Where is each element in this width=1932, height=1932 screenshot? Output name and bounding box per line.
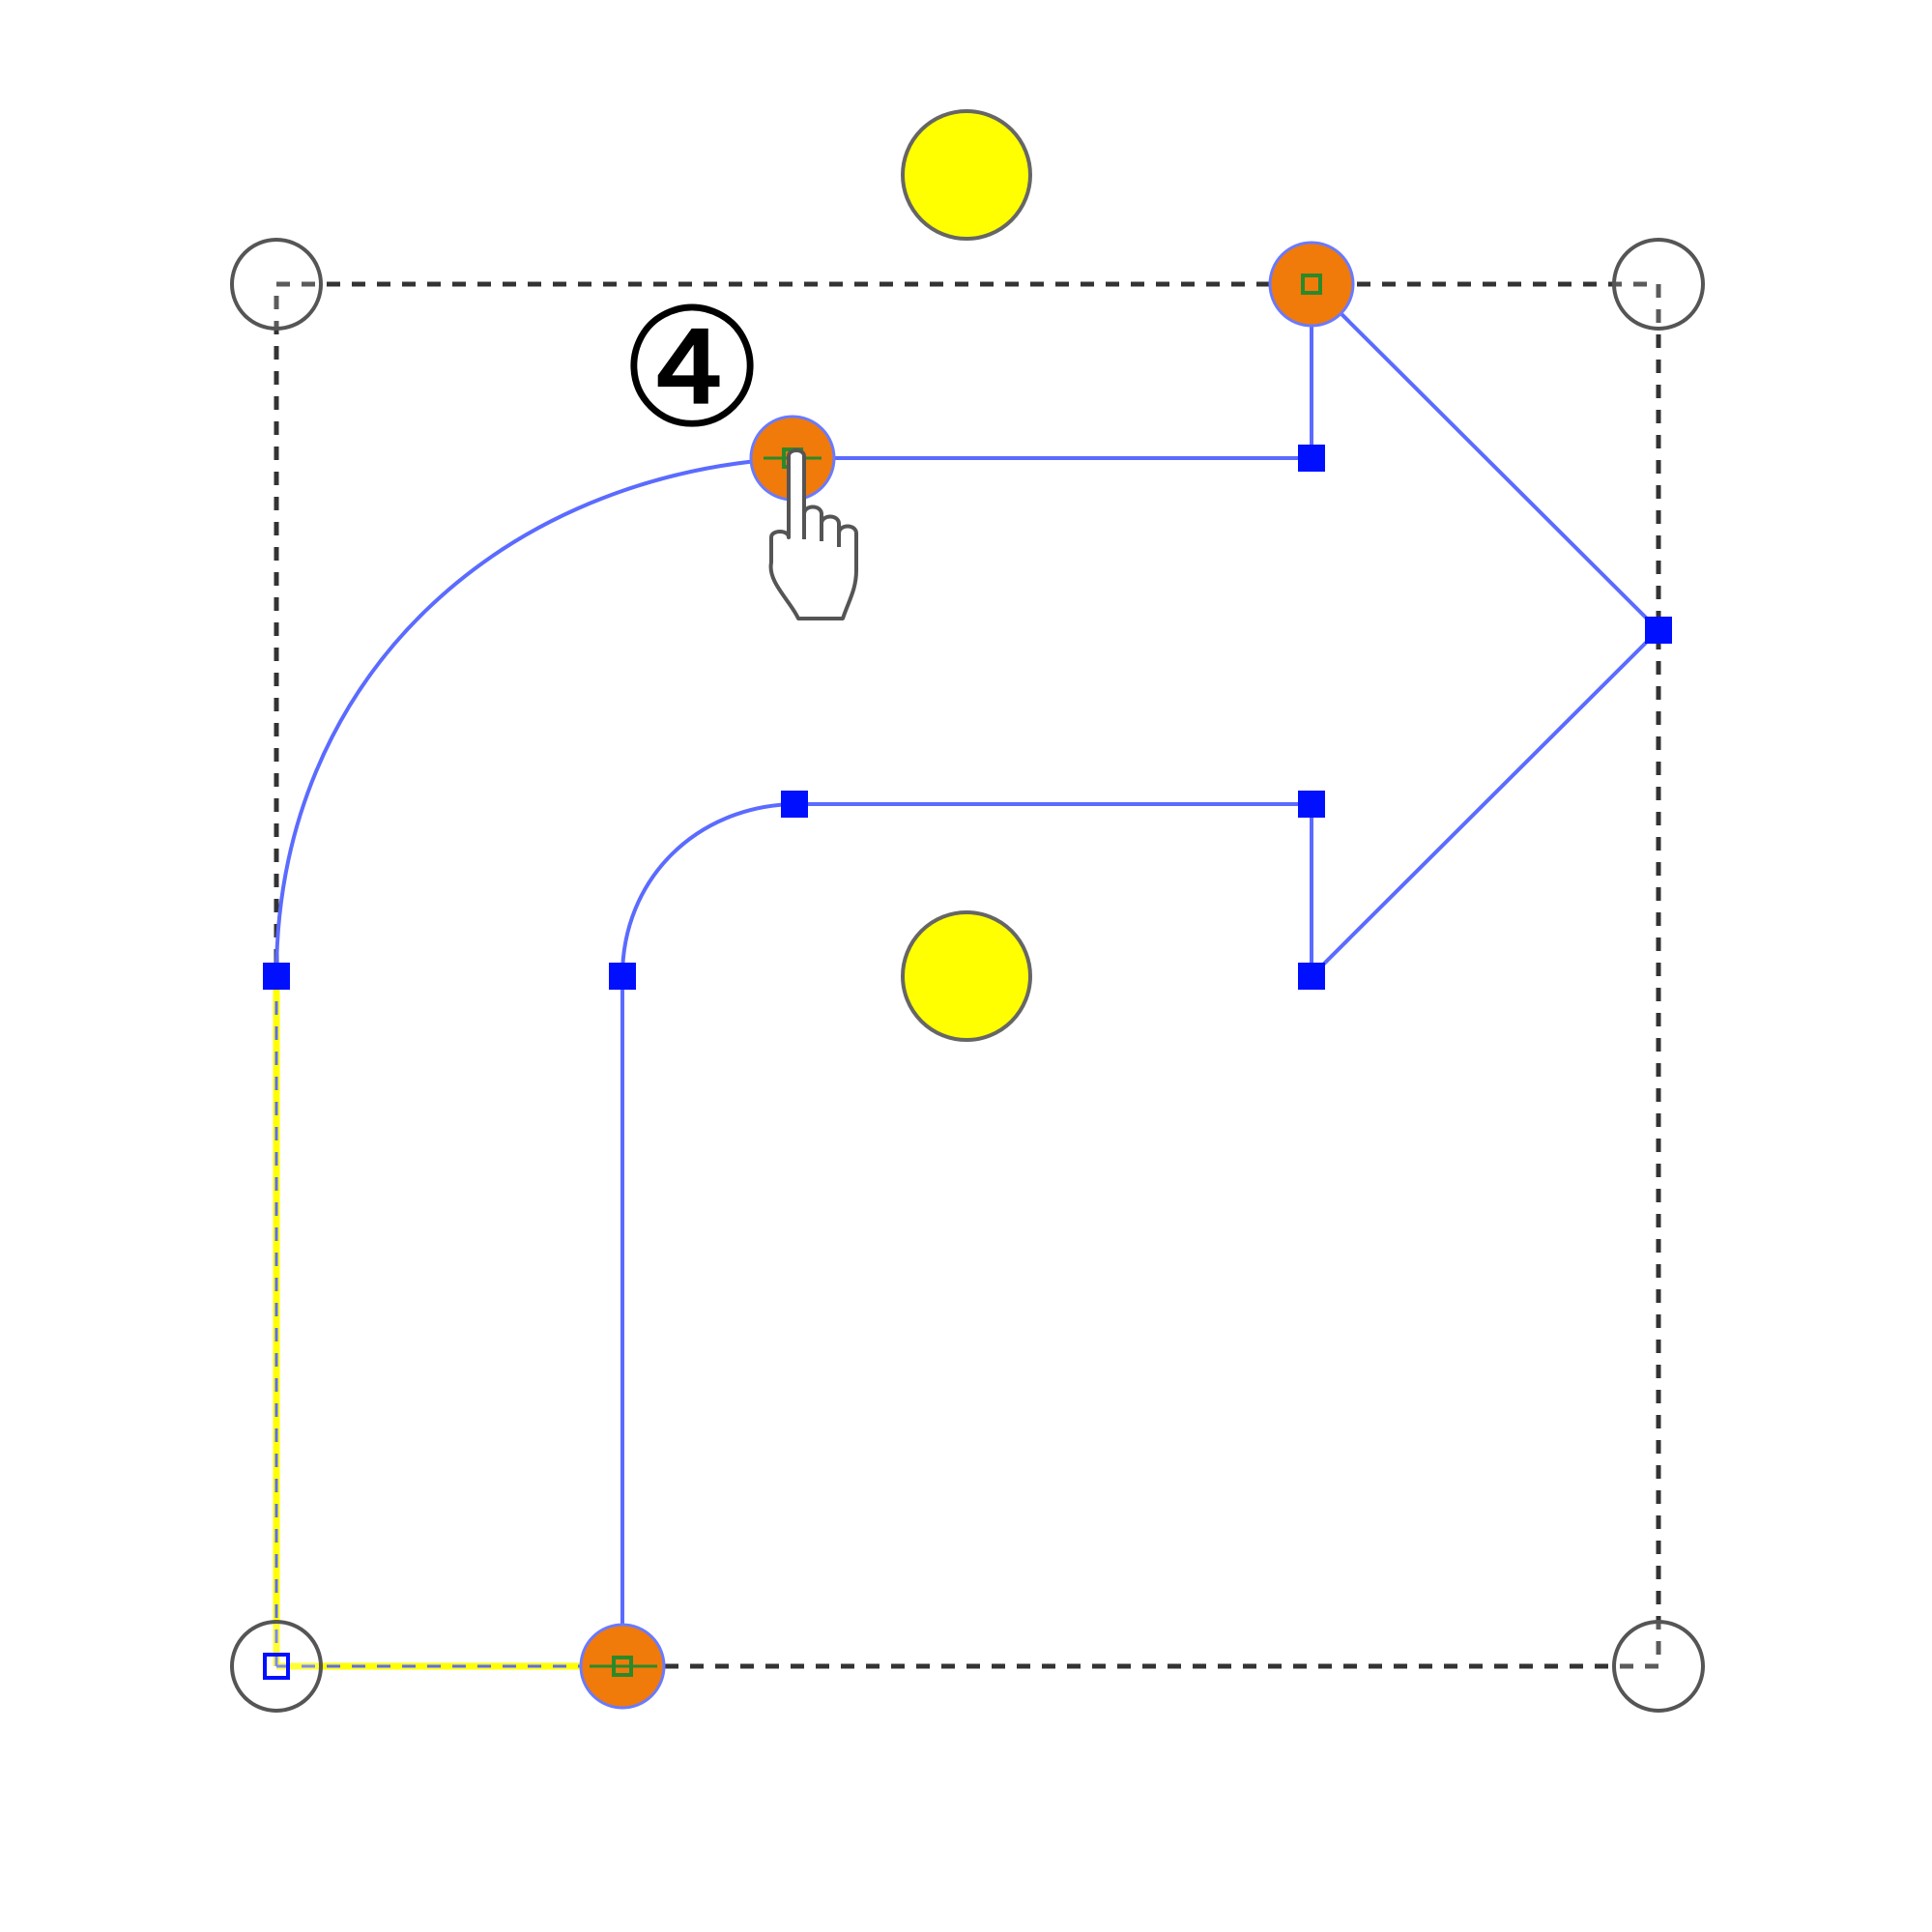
highlighted-edges bbox=[273, 976, 622, 1670]
pointing-hand-icon bbox=[768, 448, 858, 620]
vertex-points[interactable] bbox=[263, 445, 1672, 1680]
vertex-point[interactable] bbox=[263, 1653, 290, 1680]
vertex-point[interactable] bbox=[263, 963, 290, 990]
adjust-handle-base[interactable] bbox=[579, 1623, 666, 1710]
resize-handle-bottom-right[interactable] bbox=[1612, 1620, 1705, 1713]
vertex-point[interactable] bbox=[781, 791, 808, 818]
vertex-point[interactable] bbox=[609, 963, 636, 990]
step-marker: ④ bbox=[619, 274, 765, 465]
rotation-handle[interactable] bbox=[901, 109, 1032, 241]
resize-handles[interactable] bbox=[230, 238, 1705, 1713]
arrow-shape-outline[interactable] bbox=[274, 279, 1661, 1666]
rotation-handle[interactable] bbox=[901, 910, 1032, 1042]
vertex-point[interactable] bbox=[1298, 791, 1325, 818]
adjust-handle-arrowhead[interactable] bbox=[1268, 241, 1355, 328]
resize-handle-top-left[interactable] bbox=[230, 238, 323, 331]
vertex-point[interactable] bbox=[1298, 963, 1325, 990]
vertex-point[interactable] bbox=[1645, 617, 1672, 644]
resize-handle-bottom-left[interactable] bbox=[230, 1620, 323, 1713]
vertex-point[interactable] bbox=[1298, 445, 1325, 472]
resize-handle-top-right[interactable] bbox=[1612, 238, 1705, 331]
